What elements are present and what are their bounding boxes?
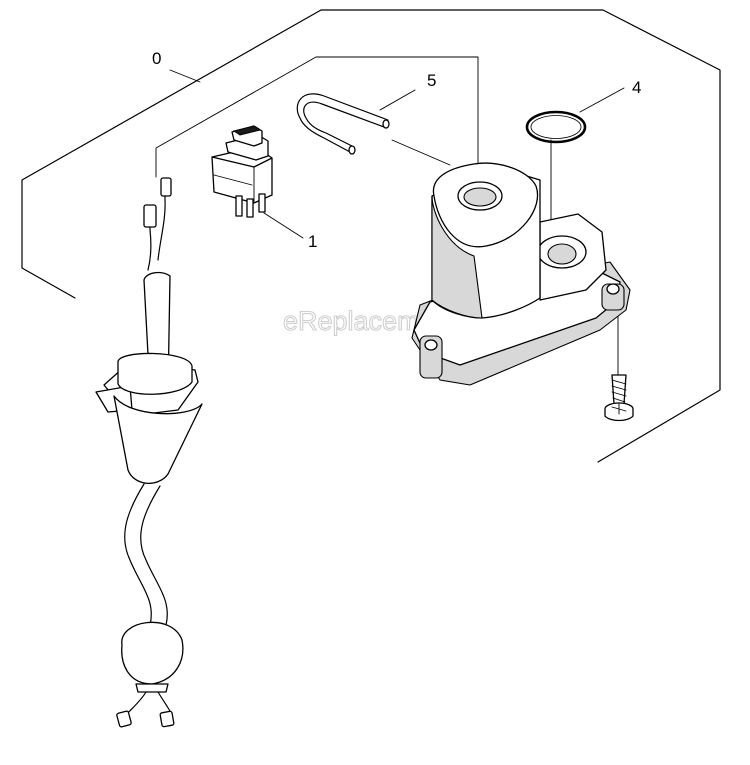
power-cord <box>95 177 203 728</box>
o-ring <box>525 110 587 144</box>
screw <box>604 374 634 422</box>
pump-housing <box>411 162 631 386</box>
callout-0: 0 <box>152 49 161 68</box>
callout-5: 5 <box>427 71 436 90</box>
push-switch <box>211 125 273 218</box>
callout-1: 1 <box>308 232 317 251</box>
assembly-bracket <box>21 9 721 463</box>
leader-lines <box>263 87 625 376</box>
callout-4: 4 <box>632 78 641 97</box>
assembly-leader-frame <box>155 56 479 331</box>
hose-clip <box>296 93 390 155</box>
